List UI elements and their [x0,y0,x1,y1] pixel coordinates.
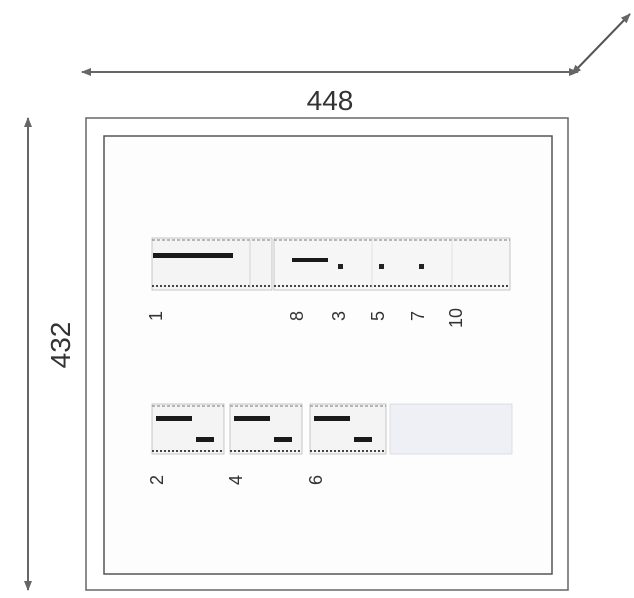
band-8 [292,258,328,262]
strip-2 [151,403,225,455]
dot-3 [338,264,343,269]
empty-strip-panel [389,403,513,455]
lane-label-4: 4 [226,475,246,485]
lane-label-8: 8 [287,311,307,321]
band-1 [153,253,233,258]
corner-diagonal-arrow [571,13,631,75]
lane-label-2: 2 [147,475,167,485]
inner-membrane [103,135,553,575]
width-dimension-label: 448 [307,85,354,116]
outer-frame [85,117,569,591]
strip-4 [229,403,303,455]
lane-label-7: 7 [408,311,428,321]
band-4b [274,437,292,442]
strip-1 [151,237,273,291]
dot-5 [379,264,384,269]
lane-label-3: 3 [329,311,349,321]
band-2b [196,437,214,442]
top-row-strips [151,237,511,291]
height-dimension-label: 432 [45,322,76,369]
lane-label-6: 6 [306,475,326,485]
strip-6 [309,403,387,455]
dot-7 [419,264,424,269]
bottom-row-strips [151,403,513,455]
band-4a [234,416,270,421]
lane-label-10: 10 [446,308,466,328]
strip-8 [273,237,511,291]
lane-label-5: 5 [368,311,388,321]
band-2a [156,416,192,421]
lane-label-1: 1 [146,311,166,321]
band-6a [314,416,350,421]
band-6b [354,437,372,442]
